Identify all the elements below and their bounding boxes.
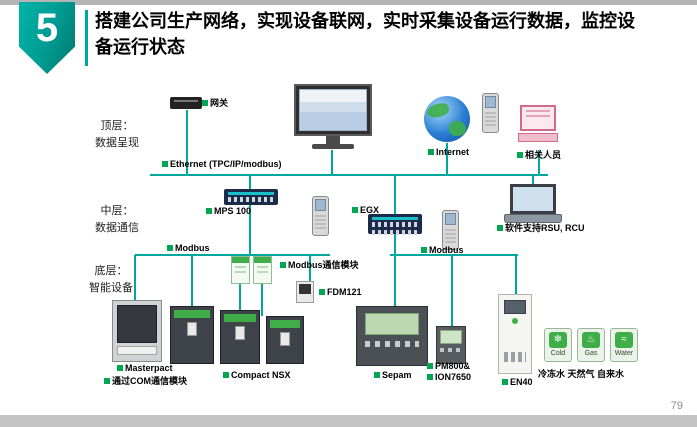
mps100-switch-icon [224, 189, 278, 205]
slide-title: 搭建公司生产网络，实现设备联网，实时采集设备运行数据，监控设备运行状态 [95, 11, 635, 58]
sepam-label: Sepam [374, 370, 412, 381]
layer-label-bottom: 底层： 智能设备 [89, 265, 133, 295]
bullet-icon [104, 378, 110, 384]
bullet-icon [162, 161, 168, 167]
layer-label-top: 顶层： 数据呈现 [95, 120, 139, 150]
internet-globe-icon [424, 96, 470, 142]
bullet-icon [428, 149, 434, 155]
handheld-device-icon [442, 210, 459, 250]
ethernet-label: Ethernet (TPC/IP/modbus) [162, 159, 282, 170]
compact-nsx-breaker-icon [220, 310, 260, 364]
slide-number-badge: 5 [19, 2, 75, 74]
handheld-device-icon [312, 196, 329, 236]
compact-nsx-breaker-icon [170, 306, 214, 364]
pm800-meter-icon [436, 326, 466, 364]
sepam-relay-icon [356, 306, 428, 366]
cold-water-meter-icon: ❄ Cold [544, 328, 572, 362]
laptop-icon [504, 184, 562, 223]
personnel-label: 相关人员 [517, 150, 561, 161]
title-accent-bar [85, 10, 88, 66]
compact-nsx-label: Compact NSX [223, 370, 291, 381]
egx-switch-icon [368, 214, 422, 235]
software-support-label: 软件支持RSU, RCU [497, 223, 585, 234]
modbus-module-label: Modbus通信模块 [280, 260, 359, 271]
bullet-icon [202, 100, 208, 106]
bullet-icon [427, 374, 433, 380]
gas-meter-icon: ♨ Gas [577, 328, 605, 362]
bullet-icon [319, 289, 325, 295]
internet-label: Internet [428, 147, 469, 158]
handheld-device-icon [482, 93, 499, 133]
masterpact-label: Masterpact [117, 363, 173, 374]
pm800-label: PM800& [427, 361, 470, 372]
gateway-device-icon [170, 97, 202, 109]
bullet-icon [117, 365, 123, 371]
snowflake-icon: ❄ [549, 332, 567, 348]
bullet-icon [352, 207, 358, 213]
bullet-icon [502, 379, 508, 385]
ion7650-label: ION7650 [427, 372, 471, 383]
bullet-icon [517, 152, 523, 158]
fdm121-display-icon [296, 281, 314, 303]
flame-icon: ♨ [582, 332, 600, 348]
modbus-left-label: Modbus [167, 243, 210, 254]
en40-label: EN40 [502, 377, 533, 388]
bullet-icon [167, 245, 173, 251]
bottom-border-strip [0, 415, 697, 427]
bullet-icon [427, 363, 433, 369]
bullet-icon [374, 372, 380, 378]
bullet-icon [497, 225, 503, 231]
bullet-icon [280, 262, 286, 268]
bullet-icon [421, 247, 427, 253]
com-module-label: 通过COM通信模块 [104, 376, 187, 387]
egx-label: EGX [352, 205, 379, 216]
water-meter-icon: ≈ Water [610, 328, 638, 362]
modbus-module-icon [253, 256, 272, 284]
desktop-monitor-icon [294, 84, 372, 149]
page-number: 79 [670, 400, 683, 412]
modbus-module-icon [231, 256, 250, 284]
compact-nsx-breaker-icon [266, 316, 304, 364]
bullet-icon [206, 208, 212, 214]
bullet-icon [223, 372, 229, 378]
en40-meter-icon [498, 294, 532, 374]
modbus-right-label: Modbus [421, 245, 464, 256]
mps100-label: MPS 100 [206, 206, 251, 217]
masterpact-breaker-icon [112, 300, 162, 362]
gateway-label: 网关 [202, 98, 228, 109]
top-border-strip [0, 0, 697, 5]
layer-label-middle: 中层： 数据通信 [95, 205, 139, 235]
meters-caption-label: 冷冻水 天然气 自来水 [538, 369, 625, 379]
personnel-computer-icon [518, 105, 558, 142]
water-icon: ≈ [615, 332, 633, 348]
fdm121-label: FDM121 [319, 287, 362, 298]
